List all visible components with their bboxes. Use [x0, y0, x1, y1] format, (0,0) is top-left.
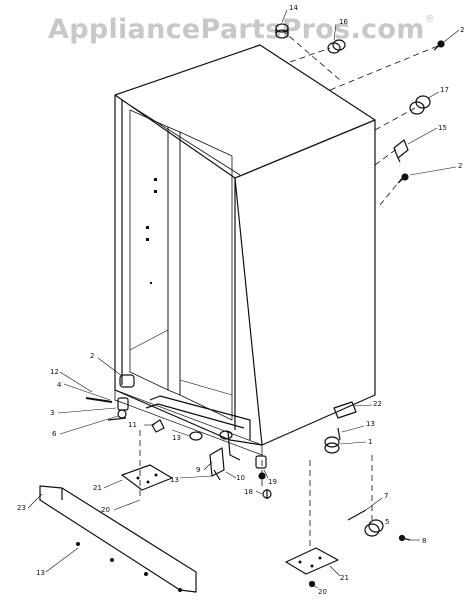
callout-17: 17 [440, 86, 449, 94]
callout-leaders [27, 9, 460, 589]
callout-11: 11 [128, 421, 137, 429]
fresh-food-opening [179, 131, 233, 421]
cabinet-mounting-holes [146, 178, 157, 284]
callout-5: 5 [385, 518, 389, 526]
part-17-hinge-bushing [409, 95, 431, 115]
part-19-rear-roller [255, 455, 267, 480]
callout-13-lower: 13 [170, 476, 179, 484]
part-15-bracket [393, 139, 409, 163]
callout-13-grille: 13 [36, 569, 45, 577]
part-5-wheel [364, 519, 384, 537]
part-14-bushing [275, 23, 289, 39]
callout-20-left: 20 [101, 506, 110, 514]
cabinet-right-side [234, 119, 376, 446]
part-8-screw [398, 534, 411, 542]
callout-23: 23 [17, 504, 26, 512]
callout-15: 15 [438, 124, 447, 132]
callout-14: 14 [289, 4, 298, 12]
callout-7: 7 [384, 492, 388, 500]
callout-10: 10 [236, 474, 245, 482]
callout-3: 3 [50, 409, 54, 417]
center-mullion [167, 126, 181, 396]
callout-21-right: 21 [340, 574, 349, 582]
callout-13-center: 13 [172, 434, 181, 442]
part-22-bracket [333, 401, 357, 419]
callout-21-left: 21 [93, 484, 102, 492]
part-9-bracket [209, 447, 225, 481]
cabinet-shell [114, 44, 376, 456]
grille-screws [76, 542, 182, 592]
callout-20-right: 20 [318, 588, 327, 596]
explode-lines [139, 29, 441, 550]
part-7-pin [347, 509, 367, 521]
callout-labels: 14 16 2 17 15 2 2 12 4 3 6 11 13 9 13 10… [17, 4, 464, 596]
part-2-screw-top [433, 40, 445, 51]
callout-18: 18 [244, 488, 253, 496]
registered-mark: ® [424, 14, 435, 25]
callout-12: 12 [50, 368, 59, 376]
part-11-bracket [151, 419, 165, 433]
callout-1: 1 [368, 438, 372, 446]
part-21-leveling-plate-right [285, 547, 339, 575]
callout-16: 16 [339, 18, 348, 26]
callout-6: 6 [52, 430, 57, 438]
part-20-screw [308, 580, 316, 588]
callout-2-left: 2 [90, 352, 94, 360]
callout-8: 8 [422, 537, 426, 545]
callout-13-right: 13 [366, 420, 375, 428]
callout-2-top: 2 [460, 26, 464, 34]
part-21-leveling-plate-left [121, 464, 173, 491]
part-13-fastener-b [337, 427, 341, 441]
part-23-toe-grille [39, 485, 197, 593]
part-2-screw-mid [397, 173, 409, 184]
part-16-bushing [327, 39, 346, 54]
tube-assembly [145, 395, 251, 461]
part-18-screw [262, 489, 272, 499]
freezer-opening [129, 109, 169, 391]
cabinet-front-edge [114, 95, 263, 446]
cabinet-top [114, 44, 376, 179]
callout-19: 19 [268, 478, 277, 486]
cabinet-base-rail [114, 389, 263, 456]
watermark-logo: AppliancePartsPros.com® [48, 14, 435, 45]
callout-22: 22 [373, 400, 382, 408]
callout-9: 9 [196, 466, 200, 474]
watermark-text: AppliancePartsPros.com [48, 14, 425, 45]
callout-2-mid: 2 [458, 162, 462, 170]
callout-4: 4 [57, 381, 62, 389]
part-1-roller [324, 436, 340, 454]
left-front-roller-assembly [85, 374, 135, 421]
